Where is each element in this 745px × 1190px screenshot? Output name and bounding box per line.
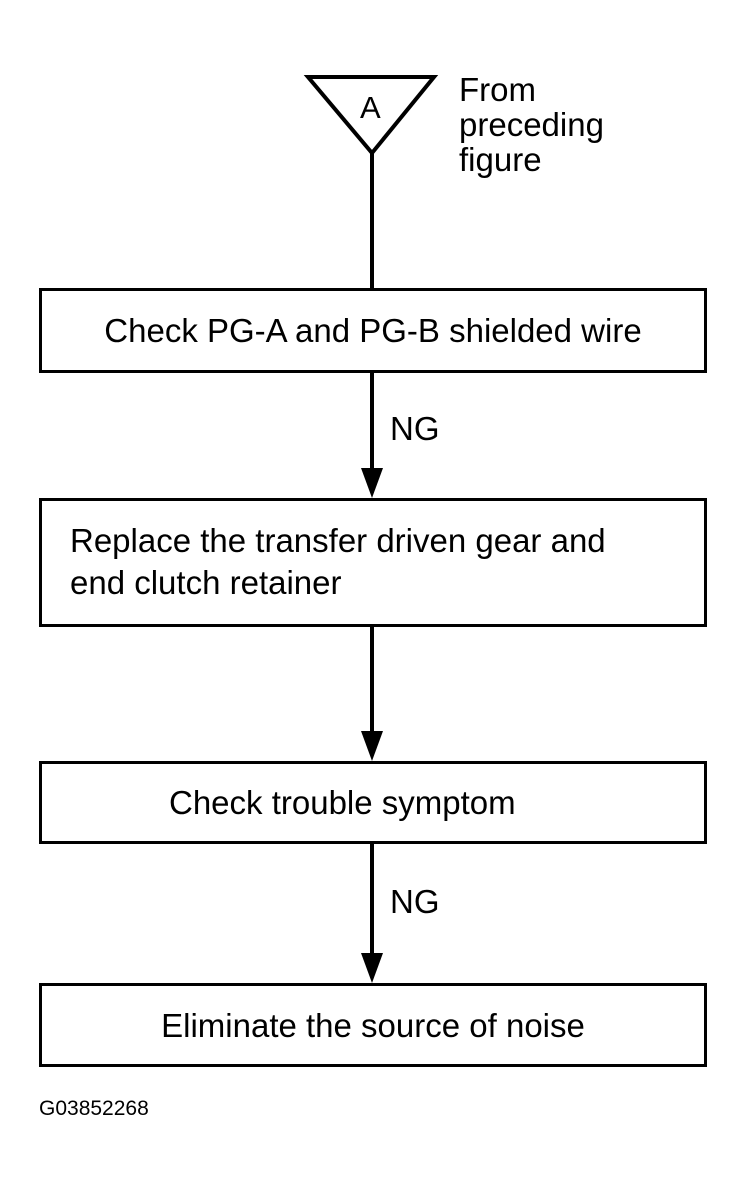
connector-letter: A: [360, 90, 381, 125]
ng-label: NG: [390, 410, 440, 447]
connector-note-line: figure: [459, 141, 542, 178]
arrow-head-1: [361, 468, 383, 498]
step-text: Replace the transfer driven gear and end…: [70, 520, 606, 604]
connector-note-line: preceding: [459, 106, 604, 143]
step-text-line: end clutch retainer: [70, 564, 342, 601]
figure-id: G03852268: [39, 1097, 149, 1120]
step-text: Check PG-A and PG-B shielded wire: [104, 312, 642, 349]
connector-note: From preceding figure: [459, 72, 604, 177]
step-box-check-shielded-wire: Check PG-A and PG-B shielded wire: [39, 288, 707, 373]
arrow-head-3: [361, 953, 383, 983]
step-box-replace-gear: Replace the transfer driven gear and end…: [39, 498, 707, 627]
step-box-eliminate-noise: Eliminate the source of noise: [39, 983, 707, 1067]
step-text-line: Replace the transfer driven gear and: [70, 522, 606, 559]
ng-label: NG: [390, 883, 440, 920]
step-text: Eliminate the source of noise: [161, 1007, 585, 1044]
step-box-check-trouble-symptom: Check trouble symptom: [39, 761, 707, 844]
step-text: Check trouble symptom: [169, 784, 516, 821]
arrow-head-2: [361, 731, 383, 761]
off-page-connector-triangle: [303, 75, 439, 157]
connector-note-line: From: [459, 71, 536, 108]
